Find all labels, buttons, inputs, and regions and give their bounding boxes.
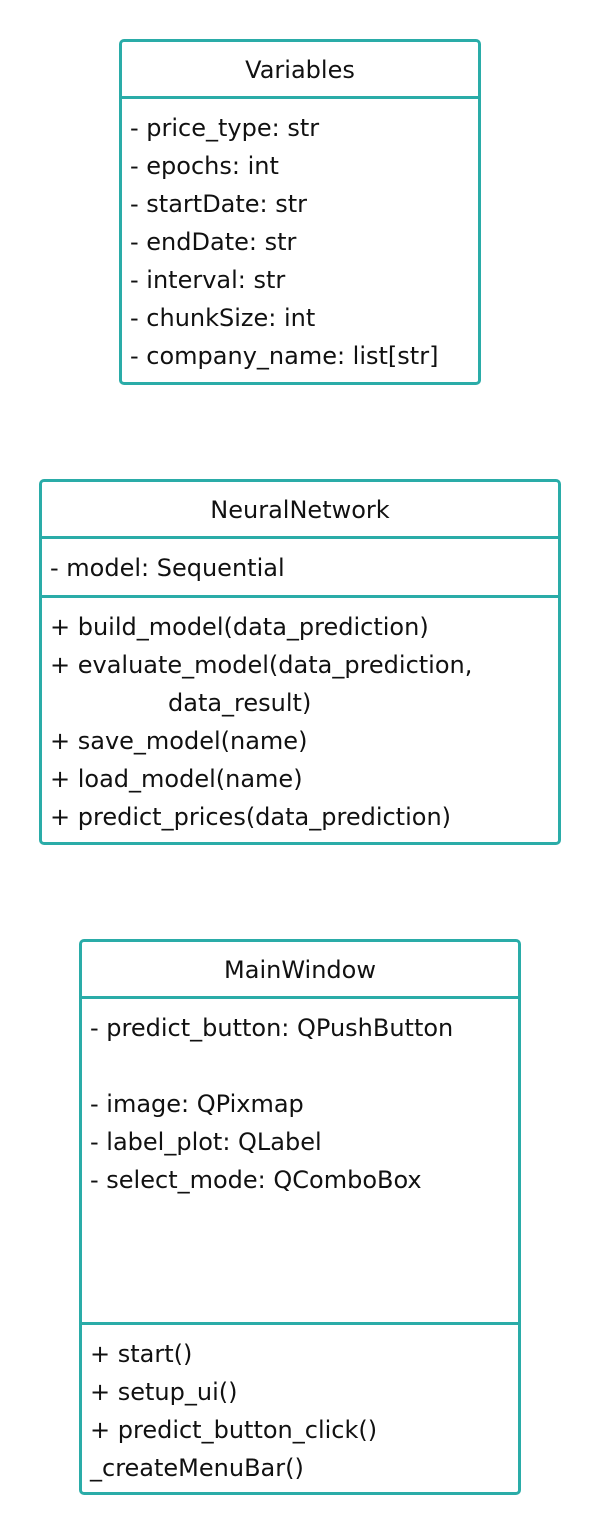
attributes-section: - predict_button: QPushButton - image: Q… [82, 999, 518, 1325]
attribute: - image: QPixmap [90, 1090, 304, 1118]
attributes-section: - price_type: str - epochs: int - startD… [122, 99, 478, 375]
method: + predict_button_click() [90, 1416, 378, 1444]
method: + evaluate_model(data_prediction, [50, 651, 473, 679]
methods-section: + start() + setup_ui() + predict_button_… [82, 1325, 518, 1487]
attribute: - chunkSize: int [130, 304, 316, 332]
class-name: MainWindow [82, 942, 518, 999]
class-variables: Variables - price_type: str - epochs: in… [119, 39, 481, 385]
method: _createMenuBar() [90, 1454, 304, 1482]
attribute: - epochs: int [130, 152, 279, 180]
attribute: - endDate: str [130, 228, 297, 256]
method: + setup_ui() [90, 1378, 238, 1406]
attribute: - company_name: list[str] [130, 342, 439, 370]
class-neural-network: NeuralNetwork - model: Sequential + buil… [39, 479, 561, 845]
attribute: - label_plot: QLabel [90, 1128, 322, 1156]
class-name: Variables [122, 42, 478, 99]
method-continuation: data_result) [168, 689, 312, 717]
blank-line [90, 1047, 518, 1085]
attribute: - price_type: str [130, 114, 320, 142]
attributes-section: - model: Sequential [42, 539, 558, 598]
attribute: - select_mode: QComboBox [90, 1166, 422, 1194]
method: + load_model(name) [50, 765, 303, 793]
methods-section: + build_model(data_prediction) + evaluat… [42, 598, 558, 836]
method: + start() [90, 1340, 193, 1368]
class-main-window: MainWindow - predict_button: QPushButton… [79, 939, 521, 1495]
attribute: - interval: str [130, 266, 286, 294]
method: + save_model(name) [50, 727, 308, 755]
attribute: - predict_button: QPushButton [90, 1014, 454, 1042]
class-name: NeuralNetwork [42, 482, 558, 539]
attribute: - startDate: str [130, 190, 308, 218]
method: + build_model(data_prediction) [50, 613, 429, 641]
attribute: - model: Sequential [50, 554, 285, 582]
method: + predict_prices(data_prediction) [50, 803, 452, 831]
